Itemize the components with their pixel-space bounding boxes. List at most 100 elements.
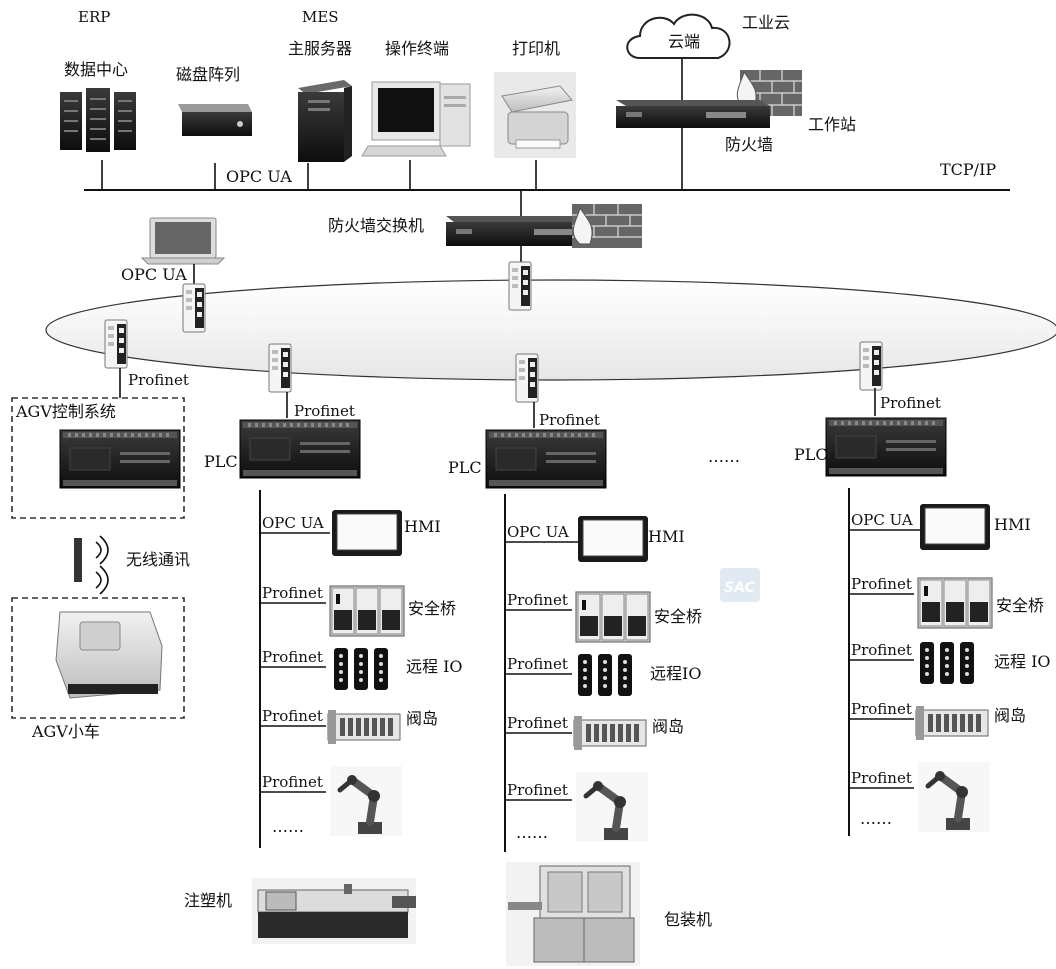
col2-hmi-link-label: OPC UA	[507, 523, 569, 541]
industrial-ethernet-ring	[45, 279, 1056, 381]
col2-more: ……	[516, 823, 548, 842]
agv-cart-icon	[55, 611, 163, 699]
col2-plc-label: PLC	[448, 458, 482, 477]
col1-io-label: 远程 IO	[406, 657, 463, 676]
ring-switch-2	[515, 353, 539, 403]
col1-valve-link-label: Profinet	[262, 707, 323, 725]
col1-profinet-up: Profinet	[294, 402, 355, 420]
col1-more: ……	[272, 817, 304, 836]
col2-plc-icon	[485, 429, 607, 489]
wireless-icon	[74, 535, 109, 595]
agv-control-box	[11, 397, 185, 519]
printer-icon	[494, 72, 576, 158]
disk-array-label: 磁盘阵列	[176, 65, 240, 84]
wireless-label: 无线通讯	[126, 550, 190, 569]
ring-switch-1	[268, 343, 292, 393]
laptop-opc-ua-label: OPC UA	[121, 265, 187, 284]
agv-profinet-label: Profinet	[128, 371, 189, 389]
workstation-label: 工作站	[808, 115, 856, 134]
cloud-icon	[626, 13, 731, 59]
col1-io-icon	[334, 648, 388, 690]
firewall-switch-label: 防火墙交换机	[328, 216, 424, 235]
col3-io-link-label: Profinet	[851, 641, 912, 659]
col2-io-icon	[578, 654, 632, 696]
col1-robot-link-label: Profinet	[262, 773, 323, 791]
col1-safety-icon	[329, 585, 405, 637]
col1-plc-label: PLC	[204, 452, 238, 471]
col1-valve-icon	[327, 709, 401, 745]
agv-cart-box	[11, 597, 185, 719]
cloud-text: 云端	[668, 32, 700, 51]
col2-valve-label: 阀岛	[652, 717, 684, 736]
col1-hmi-label: HMI	[404, 517, 441, 536]
col2-io-link-label: Profinet	[507, 655, 568, 673]
col2-hmi-icon	[577, 515, 649, 563]
firewall-appliance-icon	[616, 100, 770, 128]
col2-profinet-up: Profinet	[539, 411, 600, 429]
col3-io-label: 远程 IO	[994, 652, 1051, 671]
col3-safety-label: 安全桥	[996, 596, 1044, 615]
agv-plc-icon	[59, 429, 181, 489]
col3-valve-label: 阀岛	[994, 706, 1026, 725]
col1-safety-label: 安全桥	[408, 599, 456, 618]
main-server-label: 主服务器	[288, 39, 352, 58]
col3-more: ……	[860, 809, 892, 828]
col3-plc-icon	[825, 417, 947, 477]
data-center-icon	[60, 88, 136, 152]
operator-terminal-icon	[361, 81, 471, 157]
col3-valve-icon	[915, 705, 989, 741]
col2-robot-link-label: Profinet	[507, 781, 568, 799]
col3-hmi-label: HMI	[994, 515, 1031, 534]
col2-valve-link-label: Profinet	[507, 714, 568, 732]
ring-switch-3	[859, 341, 883, 391]
disk-array-icon	[178, 104, 252, 136]
col3-valve-link-label: Profinet	[851, 700, 912, 718]
col1-hmi-link-label: OPC UA	[262, 514, 324, 532]
col1-safety-link-label: Profinet	[262, 584, 323, 602]
col3-hmi-link-label: OPC UA	[851, 511, 913, 529]
agv-control-label: AGV控制系统	[15, 402, 116, 421]
col2-safety-icon	[575, 591, 651, 643]
col2-robot-icon	[576, 772, 648, 842]
injection-molding-machine-icon	[252, 878, 416, 944]
between-columns-more: ……	[708, 447, 740, 466]
col2-io-label: 远程IO	[650, 664, 701, 683]
col1-hmi-icon	[331, 509, 403, 557]
col2-safety-label: 安全桥	[654, 607, 702, 626]
tcp-ip-label: TCP/IP	[940, 160, 996, 179]
col3-profinet-up: Profinet	[880, 394, 941, 412]
flame-icon	[736, 70, 757, 109]
col2-hmi-label: HMI	[648, 527, 685, 546]
watermark-text: SAC	[724, 580, 755, 596]
firewall-switch-brick-icon	[572, 204, 642, 248]
col3-safety-link-label: Profinet	[851, 575, 912, 593]
col1-robot-icon	[330, 766, 402, 836]
col3-hmi-icon	[919, 503, 991, 551]
printer-label: 打印机	[512, 39, 560, 58]
data-center-label: 数据中心	[64, 60, 128, 79]
col3-robot-icon	[918, 762, 990, 832]
firewall-label: 防火墙	[725, 135, 773, 154]
ring-switch-top	[508, 261, 532, 311]
col1-io-link-label: Profinet	[262, 648, 323, 666]
erp-label: ERP	[78, 8, 110, 26]
packaging-machine-icon	[506, 862, 640, 966]
sac-watermark: SAC	[720, 568, 760, 602]
col1-valve-label: 阀岛	[406, 709, 438, 728]
col2-safety-link-label: Profinet	[507, 591, 568, 609]
col1-machine-label: 注塑机	[184, 891, 232, 910]
laptop-icon	[140, 217, 226, 265]
col1-plc-icon	[239, 419, 361, 479]
col3-safety-icon	[917, 577, 993, 629]
mes-label: MES	[302, 8, 339, 26]
col3-plc-label: PLC	[794, 445, 828, 464]
operator-terminal-label: 操作终端	[385, 39, 449, 58]
col3-io-icon	[920, 642, 974, 684]
agv-cart-label: AGV小车	[31, 722, 100, 741]
col3-robot-link-label: Profinet	[851, 769, 912, 787]
ring-switch-laptop	[182, 283, 206, 333]
industrial-cloud-label: 工业云	[742, 13, 790, 32]
col2-machine-label: 包装机	[664, 910, 712, 929]
main-server-icon	[298, 80, 352, 162]
